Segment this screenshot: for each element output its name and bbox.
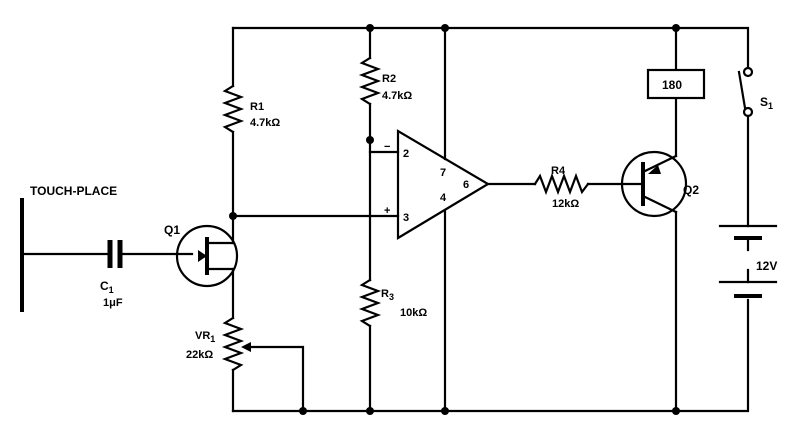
junction-pin4-rail (441, 407, 449, 415)
top-rail (231, 26, 750, 68)
r1-label: R1 (250, 101, 264, 113)
switch-s1 (737, 66, 754, 228)
opamp-minus: − (384, 141, 390, 153)
c1-label: C1 (100, 279, 114, 295)
r3-value: 10kΩ (400, 307, 427, 319)
transistor-q2 (620, 150, 688, 218)
r2-label: R2 (382, 73, 396, 85)
opamp-pin2: 2 (403, 148, 409, 160)
battery-12v (718, 224, 778, 298)
r4-label: R4 (551, 165, 566, 177)
resistor-vr1 (221, 267, 305, 413)
q1-label: Q1 (164, 223, 180, 237)
r2-value: 4.7kΩ (382, 90, 412, 102)
wire-divider-to-pin2 (368, 138, 400, 282)
touch-plate (20, 198, 110, 312)
touch-place-label: TOUCH-PLACE (30, 184, 117, 198)
bottom-rail (231, 298, 750, 413)
transistor-q1 (175, 224, 239, 288)
junction-relay-top (672, 24, 680, 32)
relay-180 (646, 68, 706, 100)
r3-label: R3 (381, 288, 394, 302)
opamp-pin3: 3 (403, 212, 409, 224)
relay-value: 180 (662, 78, 682, 92)
resistor-r3 (358, 278, 382, 413)
resistor-r4 (486, 172, 643, 196)
capacitor-c1 (107, 240, 194, 268)
vr1-label: VR1 (195, 330, 215, 344)
opamp-pin4: 4 (440, 192, 447, 204)
junction-q2-bottom (672, 407, 680, 415)
junction-drain (229, 212, 237, 220)
s1-label: S1 (760, 95, 773, 111)
r1-value: 4.7kΩ (250, 117, 280, 129)
resistor-r1 (221, 26, 245, 245)
op-amp (396, 26, 491, 413)
junction-r2-top (366, 24, 374, 32)
junction-divider (366, 136, 374, 144)
opamp-plus: + (384, 205, 390, 217)
junction-wiper (299, 407, 307, 415)
opamp-pin7: 7 (440, 167, 446, 179)
opamp-pin6: 6 (463, 179, 469, 191)
r4-value: 12kΩ (552, 198, 579, 210)
resistor-r2 (358, 26, 382, 142)
junction-pin7-rail (441, 24, 449, 32)
junction-r3-bottom (366, 407, 374, 415)
c1-value: 1μF (103, 297, 123, 309)
battery-voltage: 12V (756, 259, 777, 273)
q2-label: Q2 (683, 183, 699, 197)
vr1-value: 22kΩ (186, 349, 213, 361)
